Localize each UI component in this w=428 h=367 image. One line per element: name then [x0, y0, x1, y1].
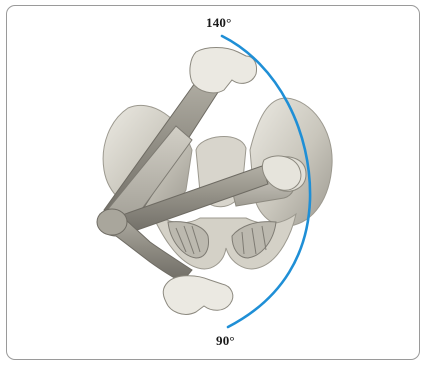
angle-label-140: 140°: [206, 15, 232, 31]
femoral-head: [97, 209, 127, 235]
angle-label-90: 90°: [216, 333, 235, 349]
